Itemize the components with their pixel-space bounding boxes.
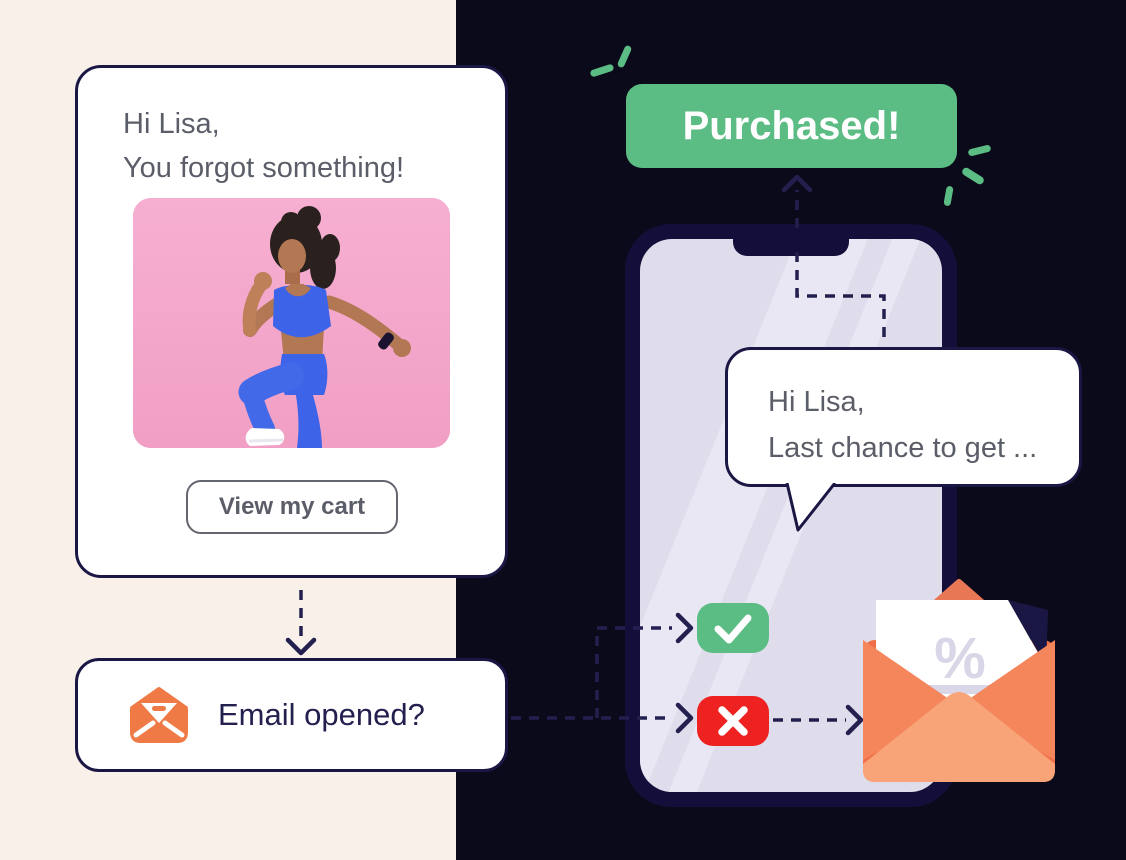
phone-screen	[640, 239, 942, 792]
purchased-label: Purchased!	[682, 103, 901, 148]
opened-yes-button[interactable]	[697, 603, 769, 653]
check-icon	[714, 614, 752, 644]
bubble-tail	[785, 483, 837, 532]
purchased-badge: Purchased!	[626, 84, 957, 168]
email-opened-label: Email opened?	[218, 697, 425, 732]
cross-icon	[718, 706, 748, 736]
bubble-greeting: Hi Lisa,	[768, 386, 865, 418]
email-text: Hi Lisa, You forgot something!	[123, 102, 404, 190]
open-email-icon	[130, 687, 188, 743]
email-message: You forgot something!	[123, 152, 405, 184]
bubble-message: Last chance to get ...	[768, 432, 1038, 464]
email-opened-step: Email opened?	[75, 658, 508, 772]
product-photo	[133, 198, 450, 448]
email-greeting: Hi Lisa,	[123, 108, 220, 140]
view-cart-button[interactable]: View my cart	[186, 480, 398, 534]
phone-notch	[733, 239, 849, 256]
abandoned-cart-email-card: Hi Lisa, You forgot something!	[75, 65, 508, 578]
discount-percent-symbol: %	[934, 626, 986, 691]
reminder-message-bubble: Hi Lisa, Last chance to get ...	[725, 347, 1082, 487]
bubble-text: Hi Lisa, Last chance to get ...	[768, 379, 1037, 471]
discount-envelope-icon: %	[863, 579, 1055, 782]
opened-no-button[interactable]	[697, 696, 769, 746]
